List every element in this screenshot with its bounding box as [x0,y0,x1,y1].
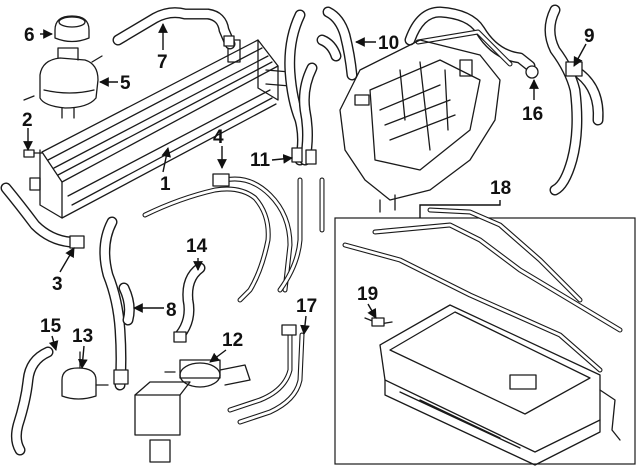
control-valve [134,381,191,463]
callout-14: 14 [186,236,208,257]
part-2-bolt [23,149,43,158]
battery-pack [379,304,621,466]
leader-lines [23,23,587,369]
part-14-hose [173,262,206,343]
coolant-control-module [339,39,501,213]
callout-9: 9 [584,26,595,47]
part-8-hose [99,216,135,391]
callout-11: 11 [250,150,271,171]
callout-1: 1 [160,174,171,195]
part-4-coolant-hose [142,173,325,303]
callout-19: 19 [357,284,378,305]
callout-15: 15 [40,316,62,337]
part-19-sensor [364,317,393,327]
part-7-radiator-hose [112,7,236,50]
part-13-auxiliary-pump [61,351,109,400]
part-5-coolant-reservoir [23,47,103,119]
callout-7: 7 [157,52,168,73]
callout-4: 4 [213,127,224,148]
callout-8: 8 [166,300,177,321]
part-6-reservoir-cap [54,15,90,43]
callout-6: 6 [24,25,35,46]
part-16-hose-assembly [404,6,539,79]
callout-5: 5 [120,73,131,94]
callout-17: 17 [296,296,317,317]
part-17-tube [227,324,305,425]
callout-12: 12 [222,330,243,351]
callout-13: 13 [72,326,93,347]
callout-10: 10 [378,33,399,54]
part-12-water-pump [164,359,251,388]
callout-3: 3 [52,274,63,295]
part-10-coolant-hose [316,6,358,81]
battery-coolant-lines [342,207,623,373]
part-9-hose [544,4,604,196]
part-3-hose [0,182,85,249]
callout-2: 2 [22,110,33,131]
callout-labels: 6 5 2 1 7 10 11 4 9 16 3 14 8 12 13 15 1… [22,25,595,351]
callout-16: 16 [522,104,543,125]
part-11-radiator-hose [284,9,318,166]
callout-18: 18 [490,178,511,199]
part-15-hose [10,346,54,456]
